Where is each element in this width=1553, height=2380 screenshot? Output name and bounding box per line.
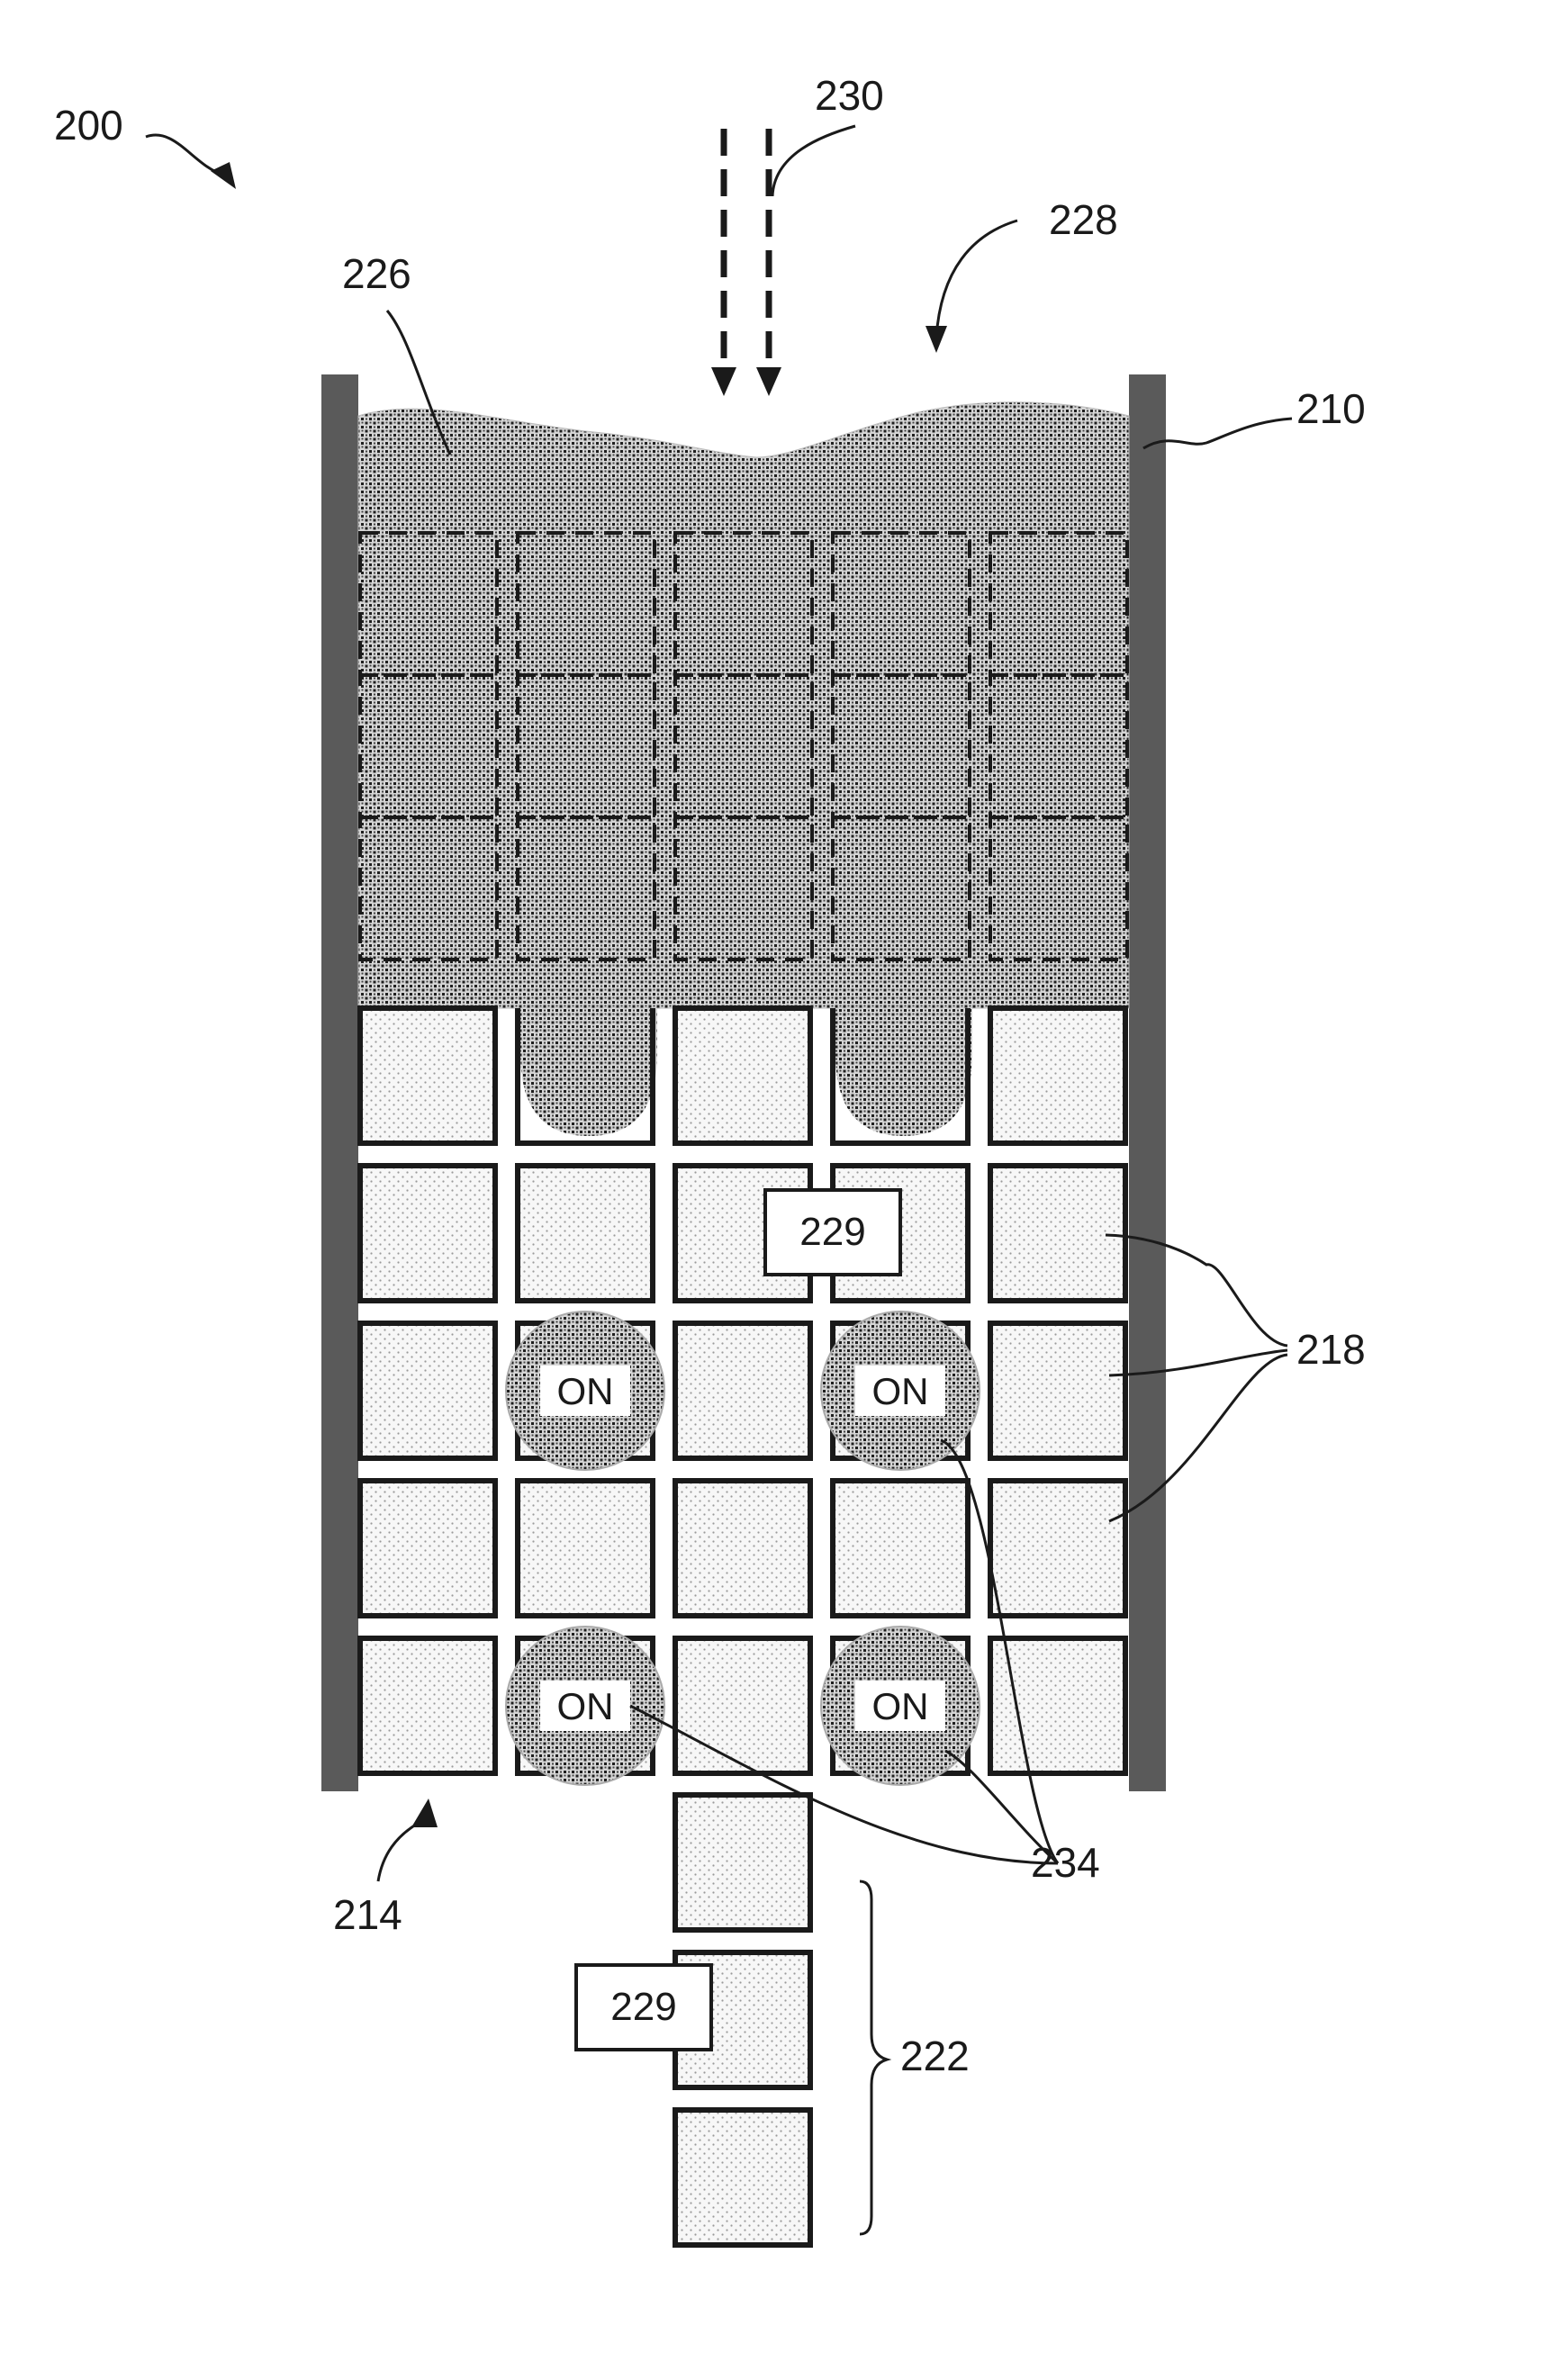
grid-cell: [518, 1481, 653, 1616]
grid-cell: [360, 1638, 495, 1773]
grid-cell: [360, 1323, 495, 1458]
grid-cell: [675, 1323, 810, 1458]
grid-cell: [360, 1166, 495, 1301]
on-label: ON: [872, 1685, 929, 1727]
stack-brace: [860, 1881, 887, 2234]
arrowhead-200: [211, 162, 236, 189]
grid-cell: [675, 1008, 810, 1143]
grid-cell: [990, 1166, 1125, 1301]
label-234: 234: [1031, 1839, 1100, 1886]
grid-cell: [833, 1481, 968, 1616]
grid-cell: [990, 1638, 1125, 1773]
marker-label-upper: 229: [799, 1210, 865, 1254]
marker-box-lower: 229: [576, 1965, 711, 2050]
on-label: ON: [872, 1370, 929, 1412]
marker-label-lower: 229: [610, 1985, 676, 2029]
grid-cell: [360, 1008, 495, 1143]
on-spot: ON: [506, 1312, 664, 1470]
right-wall: [1129, 374, 1166, 1791]
on-label: ON: [557, 1685, 614, 1727]
beam-arrows: [711, 129, 781, 396]
grid-cell: [360, 1481, 495, 1616]
on-spot: ON: [821, 1312, 980, 1470]
leader-200: [146, 135, 225, 176]
powder-drip-right: [835, 1008, 972, 1136]
solid-grid: [360, 1008, 1125, 1773]
label-228: 228: [1049, 196, 1118, 243]
label-200: 200: [54, 102, 123, 149]
grid-cell: [675, 1638, 810, 1773]
grid-cell: [990, 1323, 1125, 1458]
stack-cell: [675, 2110, 810, 2245]
powder-drip-left: [520, 1008, 657, 1136]
grid-cell: [990, 1008, 1125, 1143]
label-226: 226: [342, 250, 411, 297]
label-230: 230: [815, 72, 884, 119]
label-222: 222: [900, 2033, 970, 2079]
on-label: ON: [557, 1370, 614, 1412]
grid-cell: [675, 1481, 810, 1616]
arrowhead-214: [411, 1799, 438, 1827]
stack-cell: [675, 1795, 810, 1930]
label-210: 210: [1296, 385, 1366, 432]
label-214: 214: [333, 1891, 402, 1938]
powder-bed: [358, 402, 1129, 1008]
arrowhead-228: [925, 326, 947, 353]
left-wall: [321, 374, 358, 1791]
on-spot: ON: [506, 1627, 664, 1785]
on-spot: ON: [821, 1627, 980, 1785]
leader-214: [378, 1823, 419, 1881]
grid-cell: [990, 1481, 1125, 1616]
leader-228: [936, 221, 1017, 338]
marker-box-upper: 229: [765, 1190, 900, 1275]
grid-cell: [518, 1166, 653, 1301]
label-218: 218: [1296, 1326, 1366, 1373]
leader-230: [772, 126, 855, 196]
